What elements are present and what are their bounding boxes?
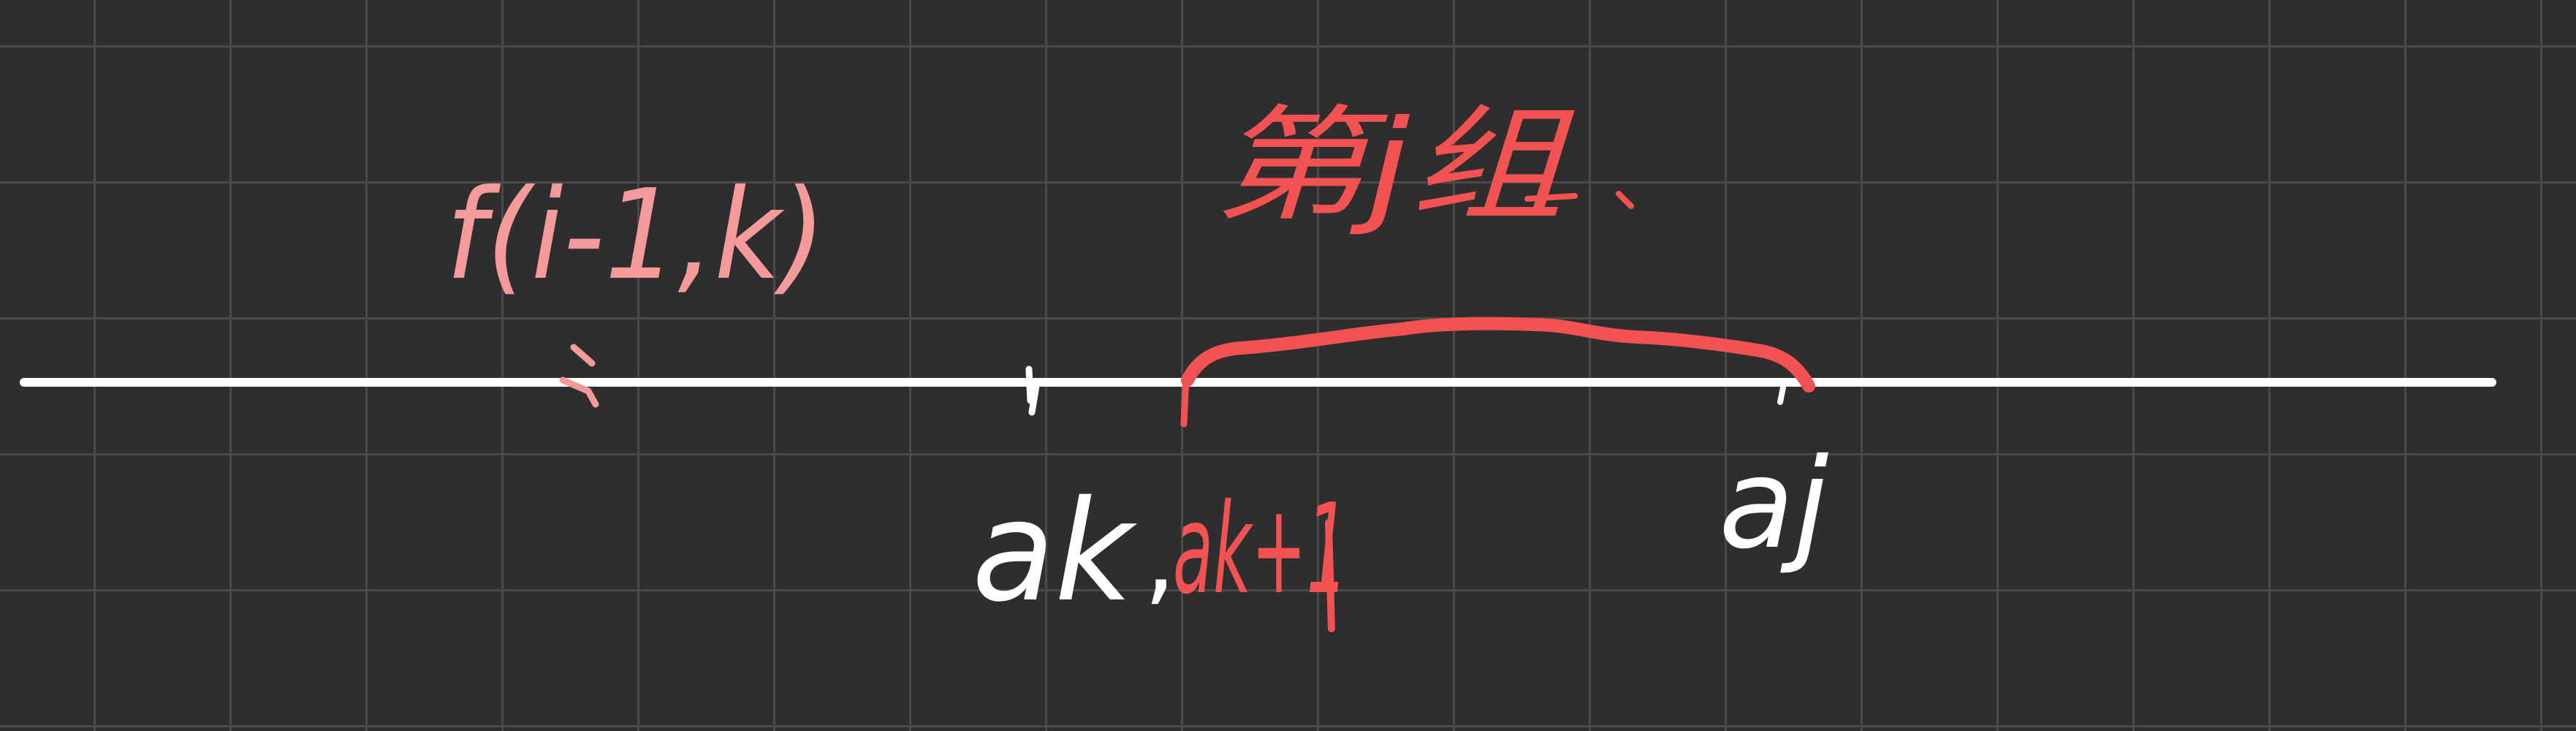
group-label: 第j组 — [1213, 94, 1575, 238]
comma-label: , — [1144, 498, 1177, 617]
tick-mark-ak — [1025, 366, 1040, 416]
f-label: f(i-1,k) — [446, 163, 826, 308]
group-brace — [1181, 317, 1815, 393]
ak1-stroke — [1325, 519, 1335, 632]
ak1-label: ak+1 — [1173, 477, 1348, 622]
group-label-marks — [1524, 191, 1634, 209]
tick-mark-f — [559, 344, 599, 408]
tick-mark-aj — [1777, 385, 1786, 405]
aj-label: aj — [1719, 432, 1829, 577]
ak-label: ak — [972, 471, 1138, 632]
